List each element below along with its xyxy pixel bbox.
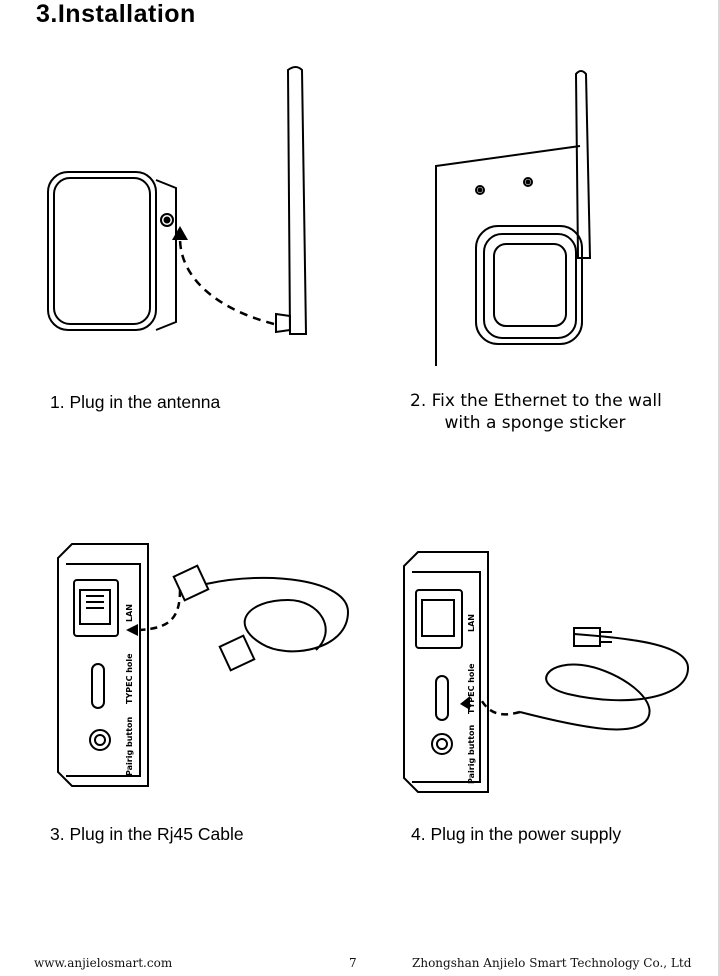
screw-left	[475, 185, 485, 195]
dashed-arrow	[139, 589, 182, 632]
step-1-caption: 1. Plug in the antenna	[50, 392, 221, 412]
typec-label: TYPEC hole	[125, 653, 134, 704]
dashed-arrow	[478, 697, 521, 716]
dashed-arrow	[178, 237, 275, 326]
step-3-caption: 3. Plug in the Rj45 Cable	[50, 824, 244, 844]
step-2-caption: 2. Fix the Ethernet to the wall with a s…	[410, 390, 662, 434]
section-title: 3.Installation	[36, 0, 196, 28]
lan-port	[415, 589, 463, 649]
typec-hole	[435, 675, 449, 721]
rj45-plug-top	[172, 564, 210, 602]
footer-company: Zhongshan Anjielo Smart Technology Co., …	[412, 956, 692, 970]
step-2-caption-line2: with a sponge sticker	[444, 413, 626, 433]
device-panel	[403, 551, 489, 793]
lan-label: LAN	[125, 604, 134, 622]
figure-power-supply: LAN TYPEC hole Pairig button	[403, 551, 690, 793]
cable	[205, 576, 350, 653]
power-cable	[519, 633, 690, 731]
device-face	[53, 177, 151, 325]
lan-label: LAN	[467, 614, 476, 632]
lan-port	[73, 579, 119, 637]
pairing-button	[431, 733, 453, 755]
pairing-label: Pairig button	[125, 716, 134, 776]
typec-hole	[91, 663, 105, 709]
footer-page-number: 7	[349, 956, 357, 970]
wall	[435, 145, 581, 366]
power-plug	[573, 627, 601, 647]
rj45-plug-bottom	[218, 634, 256, 672]
pairing-label: Pairig button	[467, 724, 476, 784]
step-4-caption: 4. Plug in the power supply	[411, 824, 622, 844]
typec-label: TYPEC hole	[467, 663, 476, 714]
device-body	[47, 171, 157, 331]
step-2-caption-line1: 2. Fix the Ethernet to the wall	[410, 391, 662, 411]
screw-right	[523, 177, 533, 187]
page-edge-rule	[718, 0, 720, 976]
pairing-button	[89, 729, 111, 751]
figure-wall-mount	[435, 70, 592, 366]
antenna	[286, 66, 308, 335]
antenna	[574, 70, 592, 259]
device-body	[475, 225, 583, 345]
antenna-port	[160, 213, 174, 227]
figure-plug-antenna	[47, 66, 308, 335]
footer-website: www.anjielosmart.com	[34, 956, 173, 970]
device-panel	[57, 543, 149, 787]
figure-rj45-cable: LAN TYPEC hole Pairig button	[57, 543, 350, 787]
